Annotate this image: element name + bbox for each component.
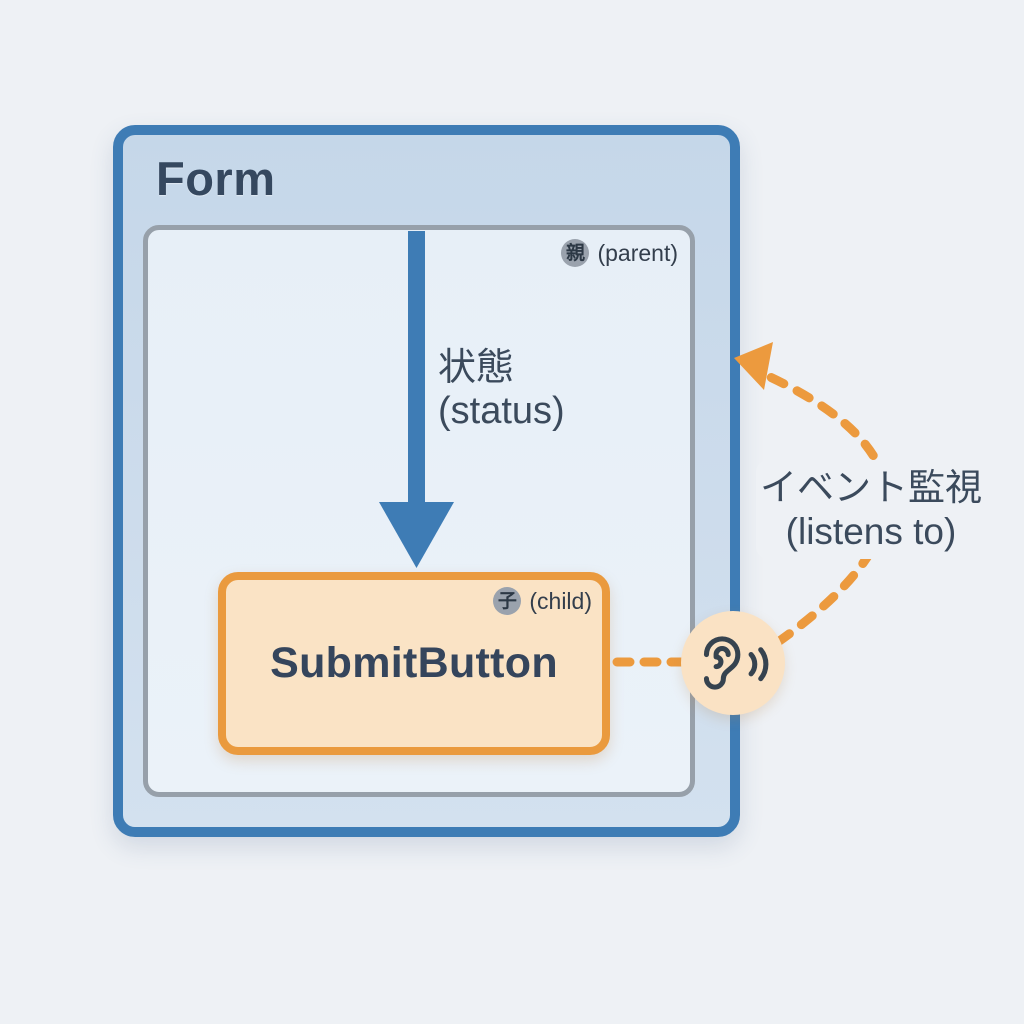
parent-panel: 親 (parent) 子 (child) SubmitButton xyxy=(143,225,695,797)
status-label-ja: 状態 xyxy=(438,347,515,389)
child-badge-label: (child) xyxy=(529,587,592,614)
child-kanji-badge: 子 xyxy=(493,587,522,615)
form-title: Form xyxy=(156,152,276,205)
listens-to-label: イベント監視 (listens to) xyxy=(756,460,986,560)
submit-button-box: 子 (child) SubmitButton xyxy=(218,572,610,755)
ear-icon-circle xyxy=(681,611,785,715)
parent-badge-label: (parent) xyxy=(597,239,678,266)
ear-icon xyxy=(703,636,769,690)
form-component-box: Form 親 (parent) 子 (child) SubmitButton xyxy=(113,125,740,837)
submit-button-label: SubmitButton xyxy=(270,639,558,687)
status-arrow-label: 状態 (status) xyxy=(438,347,565,434)
parent-kanji-badge: 親 xyxy=(561,239,590,267)
parent-badge: 親 (parent) xyxy=(561,239,678,267)
listens-label-en: (listens to) xyxy=(785,510,957,552)
child-badge: 子 (child) xyxy=(493,587,592,615)
listens-label-ja: イベント監視 xyxy=(760,467,982,508)
status-label-en: (status) xyxy=(438,390,565,433)
